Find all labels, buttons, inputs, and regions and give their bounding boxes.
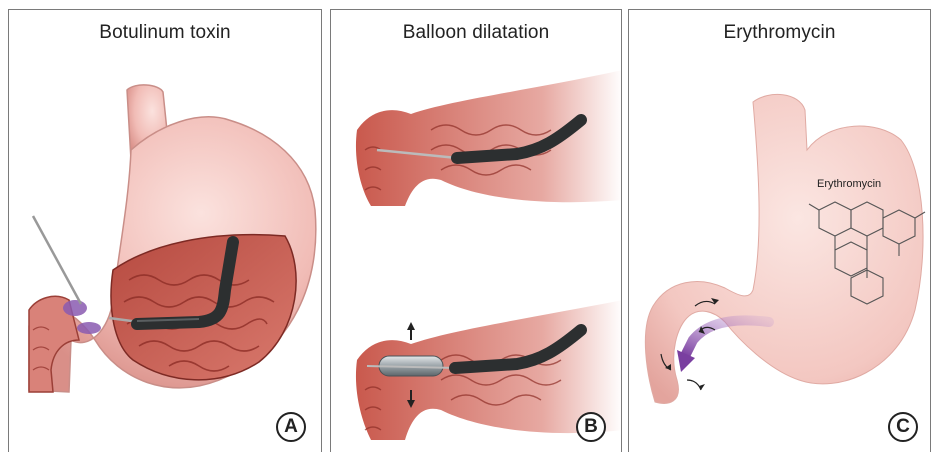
panel-label-badge: B — [576, 412, 606, 442]
panel-botulinum-toxin: Botulinum toxin — [8, 9, 322, 452]
stomach-injection-illustration — [9, 10, 322, 452]
stomach-erythromycin-illustration — [629, 10, 931, 452]
panel-erythromycin: Erythromycin — [628, 9, 931, 452]
panel-label-badge: C — [888, 412, 918, 442]
balloon-dilatation-illustration — [331, 10, 622, 452]
panel-label-badge: A — [276, 412, 306, 442]
molecule-label: Erythromycin — [817, 178, 881, 190]
panel-balloon-dilatation: Balloon dilatation — [330, 9, 622, 452]
